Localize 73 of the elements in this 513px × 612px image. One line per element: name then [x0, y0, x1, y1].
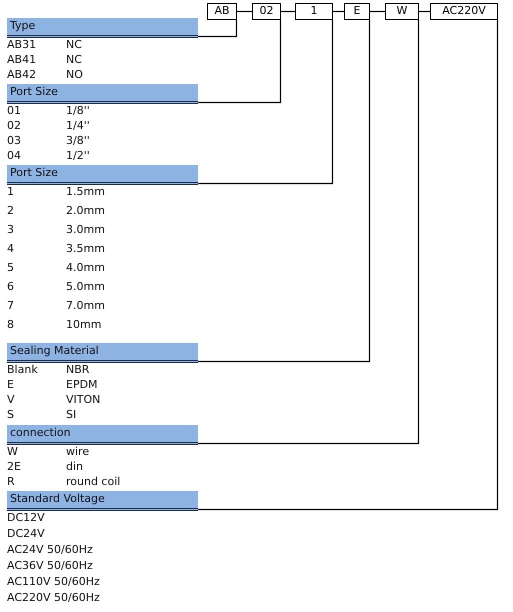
description-text: NC [66, 38, 82, 51]
code-value: Blank [7, 363, 38, 376]
code-value: AB42 [7, 68, 36, 81]
code-value: DC24V [7, 527, 45, 540]
code-value: 02 [7, 119, 21, 132]
code-box: AB [207, 3, 237, 20]
description-text: 4.0mm [66, 261, 105, 274]
description-text: 7.0mm [66, 299, 105, 312]
connector-line [198, 20, 282, 104]
description-text: 3.0mm [66, 223, 105, 236]
description-text: NBR [66, 363, 90, 376]
description-text: din [66, 460, 84, 473]
code-value: S [7, 408, 14, 421]
description-text: NC [66, 53, 82, 66]
description-text: 3.5mm [66, 242, 105, 255]
connector-line [198, 20, 498, 510]
code-box: AC220V [430, 3, 498, 20]
code-value: 4 [7, 242, 14, 255]
connector-line [198, 20, 370, 362]
code-value: W [7, 445, 18, 458]
code-value: 5 [7, 261, 14, 274]
code-value: 03 [7, 134, 21, 147]
code-box: E [344, 3, 370, 20]
code-value: AB31 [7, 38, 36, 51]
code-value: AB41 [7, 53, 36, 66]
description-text: 5.0mm [66, 280, 105, 293]
description-text: 1.5mm [66, 185, 105, 198]
code-value: 6 [7, 280, 14, 293]
description-text: 1/4'' [66, 119, 90, 132]
code-value: 01 [7, 104, 21, 117]
section-header: Port Size [7, 84, 198, 104]
section-header: Type [7, 18, 198, 38]
code-box: 02 [252, 3, 281, 20]
code-box: 1 [295, 3, 333, 20]
code-value: 1 [7, 185, 14, 198]
description-text: 3/8'' [66, 134, 90, 147]
code-value: 7 [7, 299, 14, 312]
code-value: AC36V 50/60Hz [7, 559, 93, 572]
code-value: 2 [7, 204, 14, 217]
connector-line [237, 10, 252, 12]
description-text: round coil [66, 475, 120, 488]
connector-line [198, 20, 238, 38]
description-text: NO [66, 68, 83, 81]
connector-line [419, 10, 430, 12]
description-text: 10mm [66, 318, 102, 331]
description-text: SI [66, 408, 76, 421]
connector-line [198, 20, 334, 184]
description-text: 1/8'' [66, 104, 90, 117]
section-header: Standard Voltage [7, 491, 198, 511]
code-value: 8 [7, 318, 14, 331]
code-value: AC110V 50/60Hz [7, 575, 100, 588]
connector-line [370, 10, 385, 12]
description-text: EPDM [66, 378, 98, 391]
description-text: 1/2'' [66, 149, 90, 162]
connector-line [198, 20, 420, 444]
code-value: V [7, 393, 15, 406]
code-value: R [7, 475, 15, 488]
description-text: wire [66, 445, 90, 458]
code-box: W [385, 3, 419, 20]
code-value: 04 [7, 149, 21, 162]
section-header: Sealing Material [7, 343, 198, 363]
section-header: connection [7, 425, 198, 445]
code-value: 2E [7, 460, 21, 473]
code-value: DC12V [7, 511, 45, 524]
code-value: 3 [7, 223, 14, 236]
connector-line [281, 10, 295, 12]
description-text: 2.0mm [66, 204, 105, 217]
section-header: Port Size [7, 165, 198, 185]
code-value: E [7, 378, 14, 391]
code-value: AC24V 50/60Hz [7, 543, 93, 556]
connector-line [333, 10, 344, 12]
code-value: AC220V 50/60Hz [7, 591, 100, 604]
description-text: VITON [66, 393, 100, 406]
